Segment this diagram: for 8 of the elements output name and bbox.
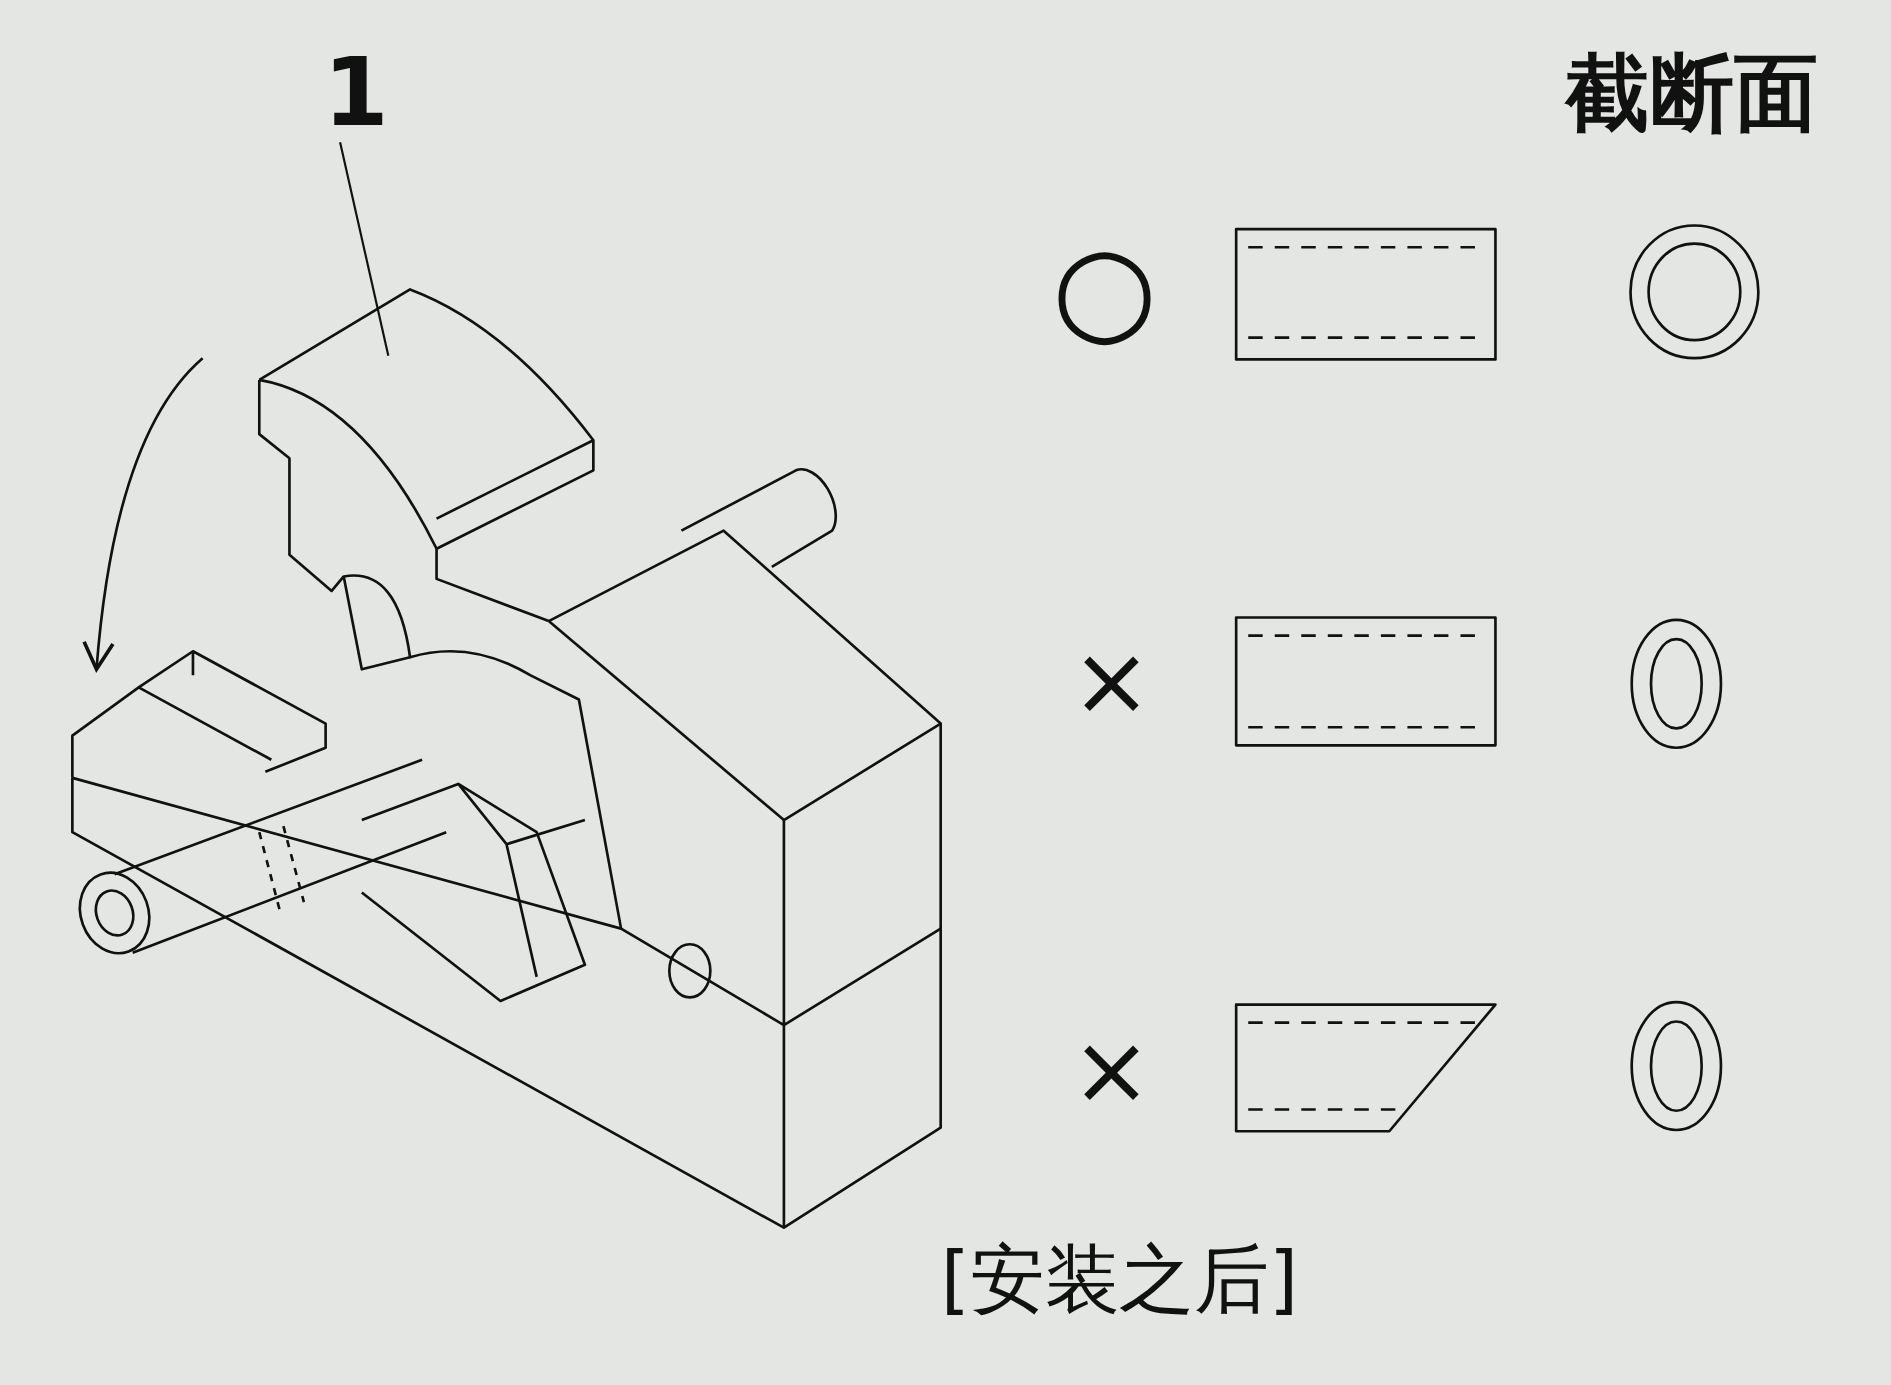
part-number: 1 xyxy=(323,45,389,140)
crimping-tool-drawing xyxy=(71,288,942,1230)
acceptable-mark: ○ xyxy=(1051,229,1157,350)
caption: [安装之后] xyxy=(940,1242,1299,1317)
reject-mark: × xyxy=(1070,1022,1152,1120)
reject-mark: × xyxy=(1070,633,1152,730)
leader-line xyxy=(339,142,390,356)
column-heading: 截断面 xyxy=(1565,50,1819,136)
